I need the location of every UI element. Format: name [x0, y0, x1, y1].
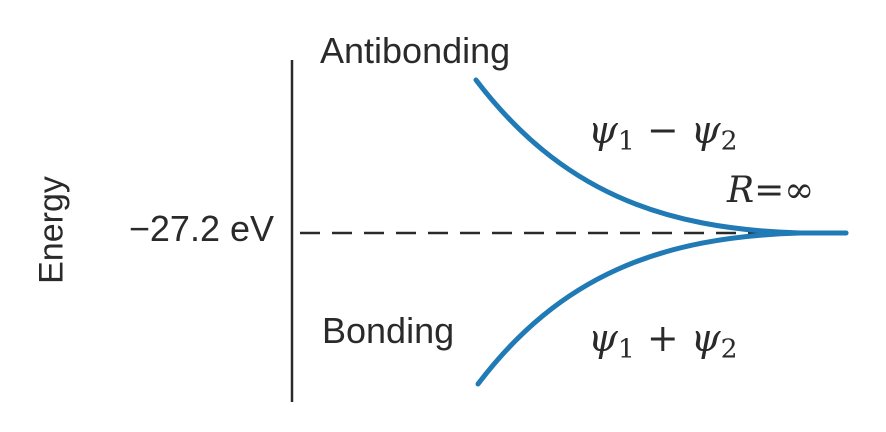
psi-symbol: ψ — [588, 316, 618, 360]
psi-symbol: ψ — [690, 108, 721, 152]
bonding-label: Bonding — [322, 310, 455, 351]
antibonding-label: Antibonding — [320, 30, 511, 71]
minus-operator: − — [646, 108, 679, 152]
subscript-one: 1 — [617, 125, 635, 157]
antibonding-wavefunction-expression: ψ1 − ψ2 — [588, 108, 738, 157]
bonding-curve — [475, 230, 849, 387]
subscript-one: 1 — [617, 333, 635, 365]
psi-symbol: ψ — [690, 316, 721, 360]
psi-symbol: ψ — [588, 108, 618, 152]
bonding-wavefunction-expression: ψ1 + ψ2 — [588, 316, 738, 365]
infinite-separation-label: R=∞ — [727, 170, 814, 211]
separation-variable: R — [727, 170, 755, 211]
subscript-two: 2 — [720, 125, 738, 157]
infinity-symbol: ∞ — [784, 170, 815, 211]
equals-sign: = — [754, 170, 785, 211]
energy-axis-label: Energy — [32, 176, 71, 284]
reference-energy-label: −27.2 eV — [128, 208, 274, 249]
plus-operator: + — [646, 316, 679, 360]
antibonding-curve — [473, 77, 849, 236]
subscript-two: 2 — [720, 333, 738, 365]
